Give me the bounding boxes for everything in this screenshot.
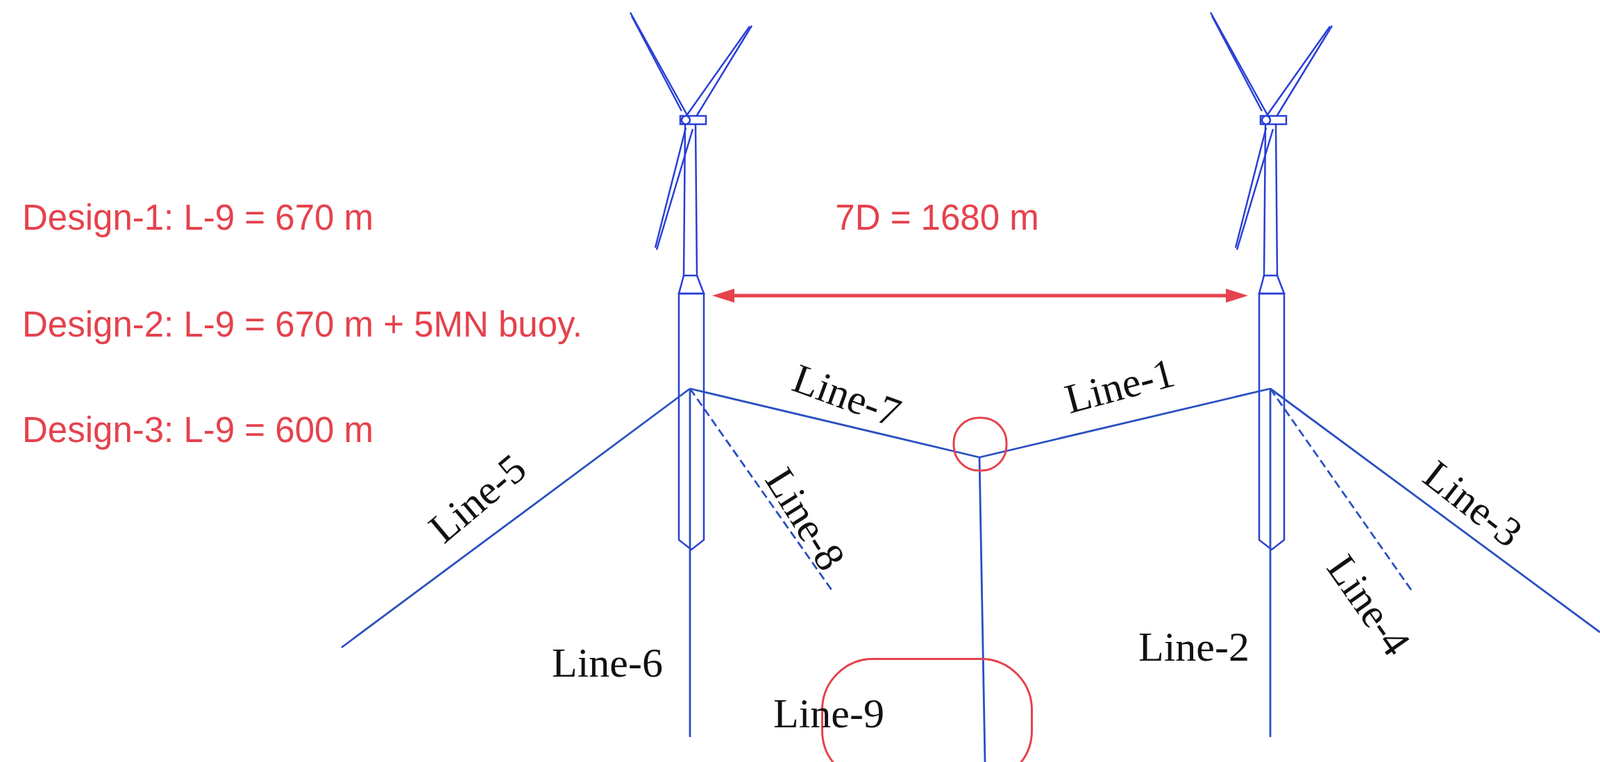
line-name: Line-8 bbox=[758, 460, 853, 577]
line-name: Line-6 bbox=[551, 642, 663, 684]
dimension-label: 7D = 1680 m bbox=[835, 199, 1039, 236]
line-name: Line-2 bbox=[1138, 626, 1250, 668]
line-name: Line-4 bbox=[1320, 547, 1419, 663]
design-note: Design-3: L-9 = 600 m bbox=[22, 412, 374, 448]
line-name: Line-9 bbox=[773, 692, 885, 735]
line-name: Line-7 bbox=[787, 356, 907, 434]
design-note: Design-1: L-9 = 670 m bbox=[22, 199, 374, 236]
line-name: Line-1 bbox=[1060, 351, 1179, 420]
design-note: Design-2: L-9 = 670 m + 5MN buoy. bbox=[22, 306, 583, 343]
highlight-pill: Line-9 bbox=[821, 658, 1033, 762]
line-name: Line-5 bbox=[421, 447, 534, 551]
